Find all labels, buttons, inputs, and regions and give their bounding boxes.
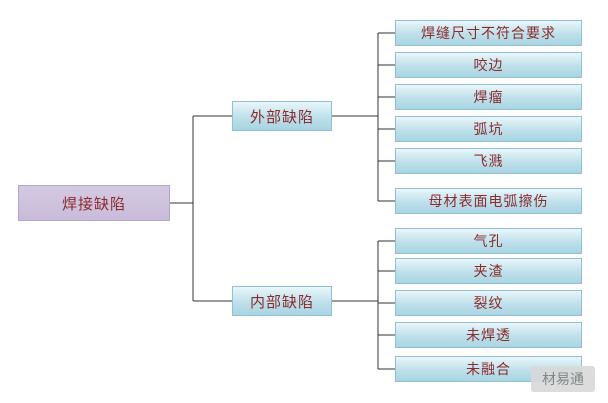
leaf-node: 气孔 xyxy=(395,228,582,254)
leaf-node: 焊缝尺寸不符合要求 xyxy=(395,20,582,46)
leaf-node: 未焊透 xyxy=(395,322,582,348)
watermark-label: 材易通 xyxy=(531,366,595,392)
leaf-node: 咬边 xyxy=(395,52,582,78)
leaf-node: 母材表面电弧擦伤 xyxy=(395,188,582,214)
leaf-node: 飞溅 xyxy=(395,148,582,174)
leaf-node: 弧坑 xyxy=(395,116,582,142)
root-node-welding-defects: 焊接缺陷 xyxy=(18,185,170,221)
branch-node-external-defects: 外部缺陷 xyxy=(232,101,332,131)
branch-node-internal-defects: 内部缺陷 xyxy=(232,286,332,316)
leaf-node: 焊瘤 xyxy=(395,84,582,110)
leaf-node: 夹渣 xyxy=(395,258,582,284)
leaf-node: 裂纹 xyxy=(395,290,582,316)
